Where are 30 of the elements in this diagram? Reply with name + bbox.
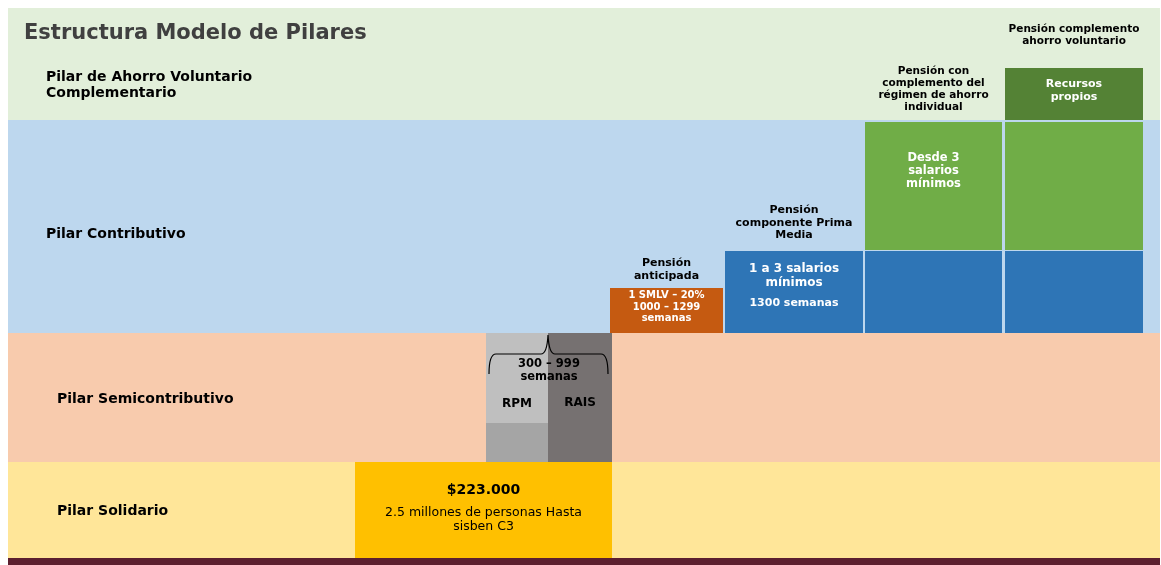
pillar-name: Pilar Solidario bbox=[57, 502, 170, 519]
pillar-band bbox=[8, 333, 1160, 462]
pension-block bbox=[725, 203, 863, 333]
regime-name: RAIS bbox=[563, 396, 597, 410]
pension-block bbox=[610, 256, 723, 333]
box-shape bbox=[1005, 122, 1143, 250]
pension-heading: Pensión componente Prima Media bbox=[735, 204, 853, 242]
salary-range: Desde 3 salarios mínimos bbox=[905, 151, 962, 191]
pillar-band bbox=[8, 120, 1160, 333]
box-shape bbox=[865, 251, 1002, 333]
pension-block bbox=[355, 462, 612, 558]
pillar-name: Pilar Semicontributivo bbox=[57, 390, 235, 407]
diagram-title: Estructura Modelo de Pilares bbox=[24, 20, 367, 44]
box-shape bbox=[1005, 251, 1143, 333]
pension-heading: Pensión anticipada bbox=[632, 257, 701, 283]
pillar-band bbox=[8, 462, 1160, 558]
weeks-requirement: 1300 semanas bbox=[748, 297, 840, 310]
pension-block bbox=[865, 62, 1002, 250]
pillar-band bbox=[8, 8, 1160, 120]
regime-name: RPM bbox=[501, 397, 533, 411]
funding-source: Recursos propios bbox=[1044, 78, 1104, 104]
requirement-text: 1 SMLV – 20% 1000 – 1299 semanas bbox=[627, 289, 706, 324]
pension-block bbox=[1005, 20, 1143, 122]
pillar-name: Pilar Contributivo bbox=[46, 225, 187, 242]
salary-range: 1 a 3 salarios mínimos bbox=[747, 262, 841, 290]
pension-heading: Pensión complemento ahorro voluntario bbox=[1007, 22, 1141, 47]
pension-heading: Pensión con complemento del régimen de ahorro individual bbox=[877, 64, 990, 113]
amount: $223.000 bbox=[445, 481, 522, 498]
pillar-name: Pilar de Ahorro Voluntario Complementario bbox=[46, 68, 254, 101]
description: 2.5 millones de personas Hasta sisben C3 bbox=[384, 505, 583, 534]
